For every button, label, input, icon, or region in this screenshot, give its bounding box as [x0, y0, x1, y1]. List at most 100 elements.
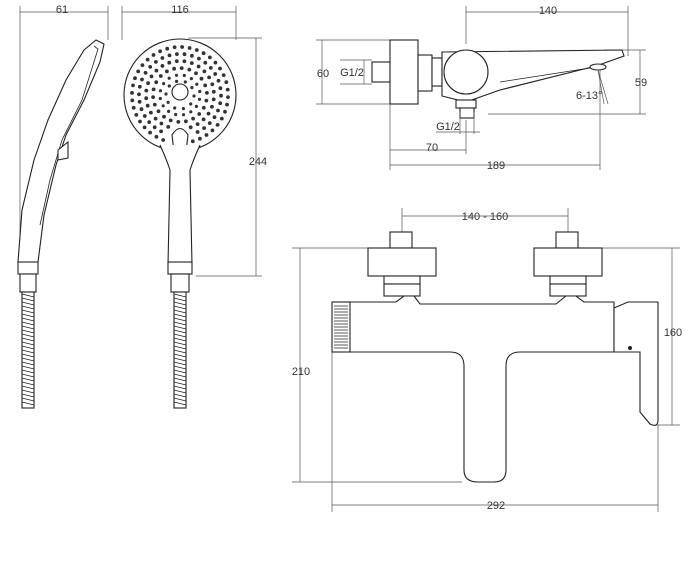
nozzle	[216, 108, 220, 113]
nozzle	[202, 126, 207, 130]
nozzle	[194, 71, 198, 76]
nozzle	[190, 139, 195, 144]
nozzle	[142, 125, 147, 130]
nozzle	[179, 66, 184, 70]
nozzle	[174, 112, 178, 117]
shower-head-center	[171, 83, 189, 101]
left-flange	[367, 247, 437, 277]
dim-center-distance: 140 - 160	[462, 211, 508, 223]
nozzle	[198, 136, 202, 141]
connector-stub	[371, 61, 391, 83]
nozzle	[208, 66, 213, 70]
label-angle: 6-13°	[576, 90, 602, 102]
nozzle	[181, 107, 185, 111]
nozzle	[152, 125, 157, 130]
nozzle	[143, 70, 148, 75]
label-thread-lower: G1/2	[436, 121, 460, 133]
nozzle	[162, 82, 166, 86]
nozzle	[140, 77, 144, 82]
nozzle	[211, 97, 216, 102]
nozzle	[224, 80, 229, 85]
nozzle	[158, 49, 163, 54]
nozzle	[182, 52, 187, 57]
nozzle	[175, 52, 179, 56]
nozzle	[151, 53, 156, 57]
hand-shower-side-button	[57, 140, 69, 161]
nozzle	[148, 65, 153, 69]
nozzle	[194, 48, 199, 52]
nozzle	[148, 130, 153, 135]
nozzle	[215, 123, 220, 127]
nozzle	[166, 100, 170, 104]
nozzle	[212, 115, 217, 120]
nozzle	[197, 112, 202, 116]
spout-side	[441, 49, 625, 103]
nozzle	[187, 46, 192, 50]
left-nut-top	[383, 275, 421, 285]
dim-depth-189: 189	[487, 160, 505, 172]
nozzle	[159, 129, 164, 134]
nozzle	[136, 69, 141, 74]
nozzle	[138, 119, 142, 124]
nozzle	[210, 128, 215, 133]
nozzle	[183, 80, 187, 84]
nozzle	[158, 96, 162, 101]
nozzle	[137, 99, 142, 104]
nozzle	[159, 121, 164, 126]
nozzle	[218, 86, 223, 91]
dim-height-210: 210	[292, 366, 310, 378]
mixer-top-view: 140 60 G1/2 59 6-13° G1/	[316, 5, 647, 172]
dim-width-292: 292	[487, 500, 505, 512]
nozzle	[158, 89, 163, 93]
nozzle	[219, 116, 224, 121]
nozzle	[133, 76, 137, 81]
nozzle	[154, 80, 159, 85]
dim-hand-shower-width-61: 61	[56, 4, 68, 16]
nozzle	[149, 74, 154, 79]
nozzle	[154, 68, 159, 73]
nozzle	[188, 125, 193, 130]
mixer-front-view: 140 - 160 210 160 292	[292, 208, 682, 512]
nozzle	[160, 64, 165, 68]
nozzle	[167, 76, 171, 80]
dim-spout-length-140: 140	[539, 5, 557, 17]
nozzle	[173, 106, 177, 110]
nozzle	[206, 111, 211, 116]
nozzle	[176, 120, 181, 124]
nozzle	[189, 77, 193, 81]
nozzle	[191, 116, 196, 121]
nozzle	[189, 102, 193, 106]
hand-shower-front-cone	[170, 273, 190, 293]
nozzle	[151, 87, 156, 92]
nozzle	[226, 95, 230, 99]
nozzle	[195, 130, 200, 134]
nozzle	[208, 55, 212, 60]
union-nut	[417, 54, 433, 92]
hand-shower-front-view: 116 244	[121, 4, 267, 409]
nozzle	[147, 120, 152, 124]
nozzle	[174, 59, 179, 64]
nozzle	[140, 63, 145, 67]
nozzle	[151, 95, 156, 99]
nozzle	[202, 69, 207, 74]
nozzle	[194, 104, 198, 108]
hose-left-pattern	[21, 293, 35, 406]
nozzle	[139, 107, 144, 112]
nozzle	[210, 104, 214, 109]
dim-hand-shower-height-244: 244	[249, 156, 267, 168]
mixer-body	[347, 295, 615, 483]
hand-shower-side-cone	[19, 273, 37, 293]
nozzle	[131, 83, 135, 88]
nozzle	[219, 93, 223, 98]
dim-height-60: 60	[317, 68, 329, 80]
hand-shower-side-collar	[17, 261, 39, 275]
nozzle	[165, 69, 169, 74]
nozzle	[180, 45, 185, 49]
nozzle	[167, 109, 171, 113]
nozzle	[218, 66, 222, 71]
left-connector-stub	[389, 231, 413, 249]
hand-shower-side-view: 61	[17, 4, 109, 409]
nozzle	[145, 103, 150, 108]
dim-height-59: 59	[635, 77, 647, 89]
